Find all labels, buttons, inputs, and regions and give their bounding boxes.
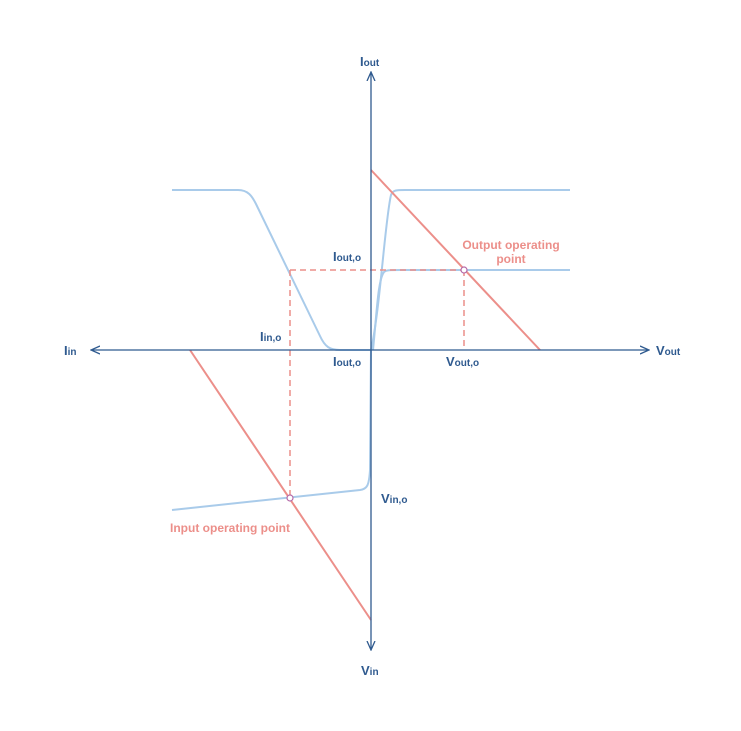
iout-axis-label: Iout (360, 54, 380, 69)
iin-operating-value-label: Iin,o (260, 329, 281, 344)
iout-zero-label: Iout,o (333, 354, 361, 369)
vin-operating-value-label: Vin,o (381, 491, 407, 506)
output-operating-point-label-line1: Output operating (462, 238, 559, 252)
load-lines (189, 169, 541, 621)
iin-axis-label: Iin (64, 343, 77, 358)
iout-operating-value-label: Iout,o (333, 249, 361, 264)
output-load-line (370, 169, 541, 351)
input-operating-point-marker (286, 494, 294, 502)
input-curve (171, 349, 372, 511)
output-curve-low (372, 269, 570, 351)
vout-axis-label: Vout (656, 343, 681, 358)
axes (92, 73, 648, 649)
input-operating-point-label: Input operating point (170, 521, 290, 535)
vin-axis-label: Vin (361, 663, 379, 678)
output-operating-point-label-line2: point (496, 252, 525, 266)
vout-operating-value-label: Vout,o (446, 354, 479, 369)
input-load-line (189, 349, 372, 621)
projection-lines (289, 269, 465, 498)
output-operating-point-marker (460, 266, 468, 274)
